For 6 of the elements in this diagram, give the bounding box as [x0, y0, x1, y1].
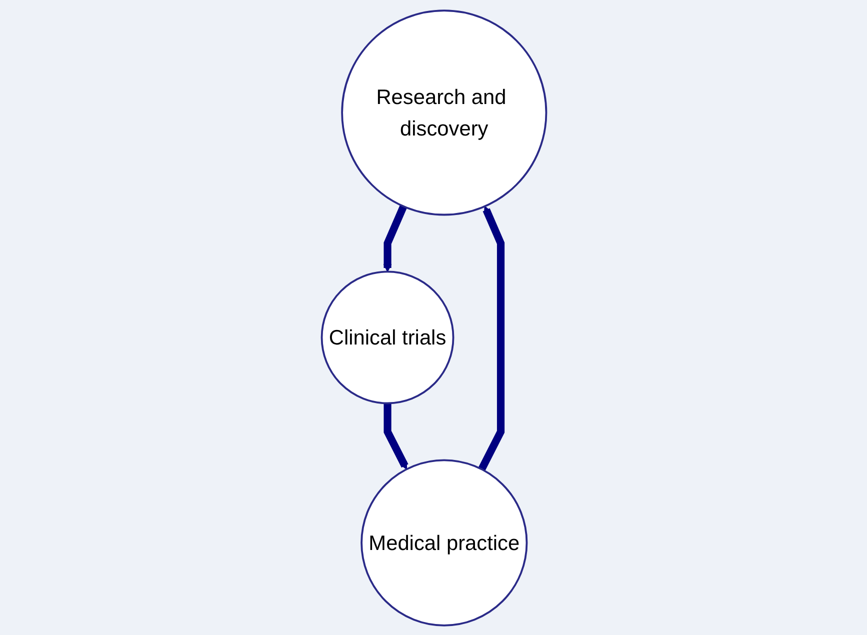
node-circle: Medical practice	[360, 458, 528, 626]
node-circle: Research and discovery	[340, 9, 547, 216]
arrow	[382, 204, 407, 272]
arrow	[383, 402, 408, 470]
arrow	[478, 205, 504, 470]
node-circle: Clinical trials	[320, 270, 454, 404]
